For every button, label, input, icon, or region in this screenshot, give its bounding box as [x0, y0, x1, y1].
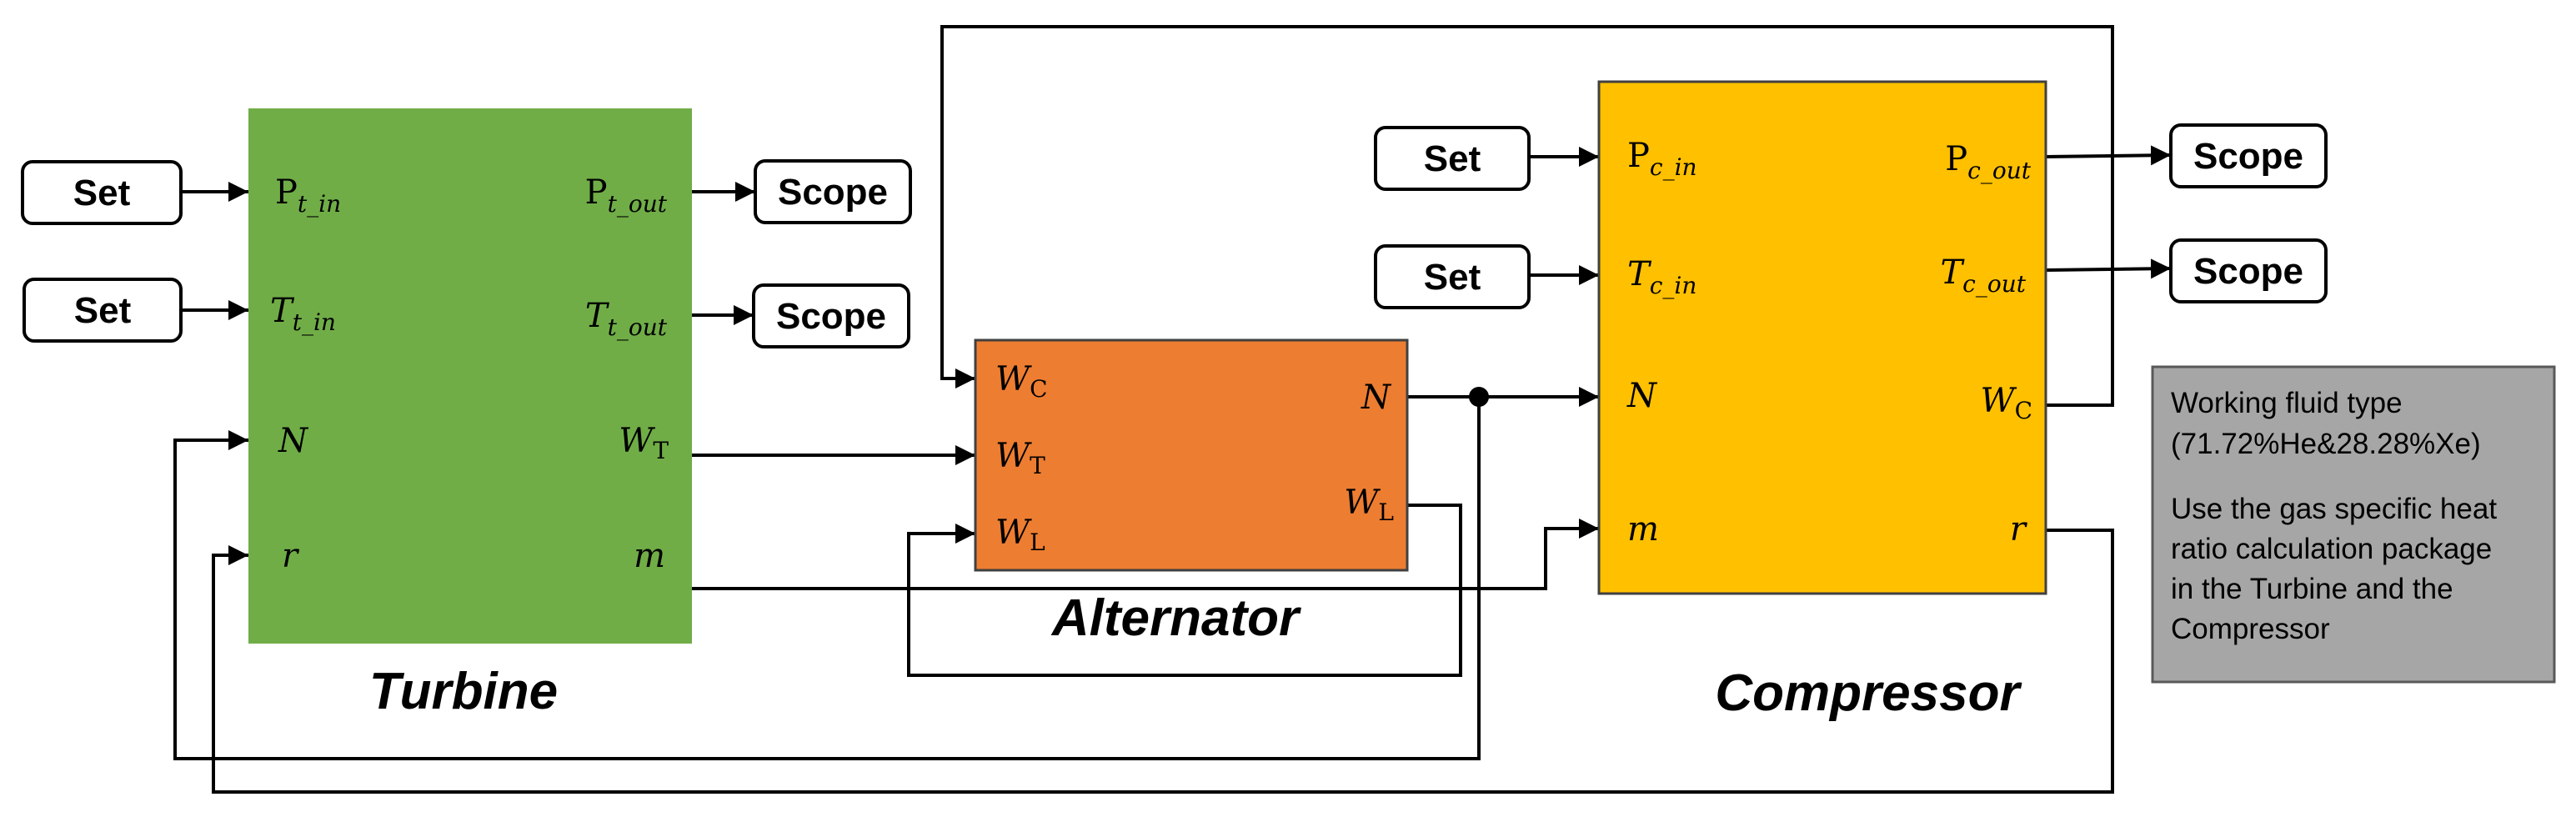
- svg-text:Scope: Scope: [778, 172, 888, 213]
- scope-box-compressor-t: Scope: [2169, 238, 2328, 303]
- compressor-body: [1597, 80, 2047, 595]
- turbine-block: Pt_in Tt_in N r Pt_out Tt_out WT m: [248, 108, 692, 644]
- turbine-port-p-out: Pt_out: [585, 173, 668, 218]
- wire-compressor-r-to-turbine: [212, 529, 2114, 794]
- svg-text:Set: Set: [1424, 138, 1481, 179]
- note-line: ratio calculation package: [2171, 533, 2492, 565]
- compressor-block: Pc_in Tc_in N m Pc_out Tc_out WC r: [1597, 80, 2047, 595]
- svg-text:Set: Set: [74, 290, 132, 331]
- turbine-port-m: m: [634, 537, 665, 575]
- compressor-port-p-out: Pc_out: [1945, 140, 2031, 184]
- note-background: [2151, 365, 2556, 684]
- turbine-port-p-in: Pt_in: [275, 173, 341, 218]
- svg-text:Scope: Scope: [2193, 136, 2303, 177]
- set-box-turbine-p: Set: [21, 160, 183, 225]
- note-box: Working fluid type (71.72%He&28.28%Xe) U…: [2151, 365, 2556, 684]
- compressor-port-r: r: [2010, 510, 2028, 549]
- scope-box-turbine-p: Scope: [754, 159, 912, 224]
- compressor-port-t-in: Tc_in: [1627, 255, 1696, 299]
- turbine-port-w: WT: [619, 422, 669, 464]
- turbine-title: Turbine: [369, 663, 558, 720]
- alternator-port-wc: WC: [995, 360, 1048, 403]
- alternator-port-n: N: [1361, 378, 1392, 417]
- compressor-port-p-in: Pc_in: [1627, 137, 1697, 181]
- wire-alternator-wl-loop: [907, 504, 1462, 677]
- alternator-body: [974, 338, 1409, 572]
- alternator-title: Alternator: [1050, 589, 1301, 647]
- junction-dot: [1469, 387, 1489, 407]
- compressor-port-w: WC: [1980, 382, 2032, 424]
- note-line: Compressor: [2171, 613, 2330, 645]
- compressor-title: Compressor: [1715, 664, 2022, 722]
- set-box-turbine-t: Set: [23, 278, 183, 343]
- alternator-port-wl-out: WL: [1344, 484, 1394, 526]
- alternator-block: WC WT WL N WL: [974, 338, 1409, 572]
- set-box-compressor-t: Set: [1374, 244, 1531, 309]
- turbine-body: [248, 108, 692, 644]
- svg-text:Scope: Scope: [2193, 251, 2303, 292]
- note-line: in the Turbine and the: [2171, 573, 2453, 605]
- note-line: (71.72%He&28.28%Xe): [2171, 428, 2481, 460]
- compressor-port-t-out: Tc_out: [1940, 253, 2026, 298]
- wire-turbine-m-to-compressor: [692, 519, 1599, 590]
- compressor-port-n: N: [1626, 377, 1658, 415]
- turbine-port-t-in: Tt_in: [270, 292, 336, 336]
- note-line: Working fluid type: [2171, 387, 2403, 419]
- svg-text:Set: Set: [73, 173, 131, 213]
- wire-compressor-w-to-alternator: [940, 25, 2114, 407]
- alternator-port-wl-in: WL: [995, 514, 1045, 556]
- compressor-port-m: m: [1627, 510, 1659, 549]
- alternator-port-wt: WT: [995, 437, 1045, 479]
- turbine-port-n: N: [278, 422, 309, 460]
- wire-n-to-turbine: [173, 397, 1481, 760]
- scope-box-turbine-t: Scope: [752, 283, 910, 348]
- svg-text:Set: Set: [1424, 257, 1481, 298]
- wire-compressor-p-to-scope: [2045, 145, 2172, 166]
- scope-box-compressor-p: Scope: [2169, 123, 2328, 188]
- note-line: Use the gas specific heat: [2171, 493, 2497, 525]
- turbine-port-t-out: Tt_out: [585, 297, 668, 341]
- turbine-port-r: r: [282, 537, 300, 575]
- set-box-compressor-p: Set: [1374, 126, 1531, 191]
- wire-compressor-t-to-scope: [2045, 258, 2172, 279]
- svg-text:Scope: Scope: [776, 296, 886, 337]
